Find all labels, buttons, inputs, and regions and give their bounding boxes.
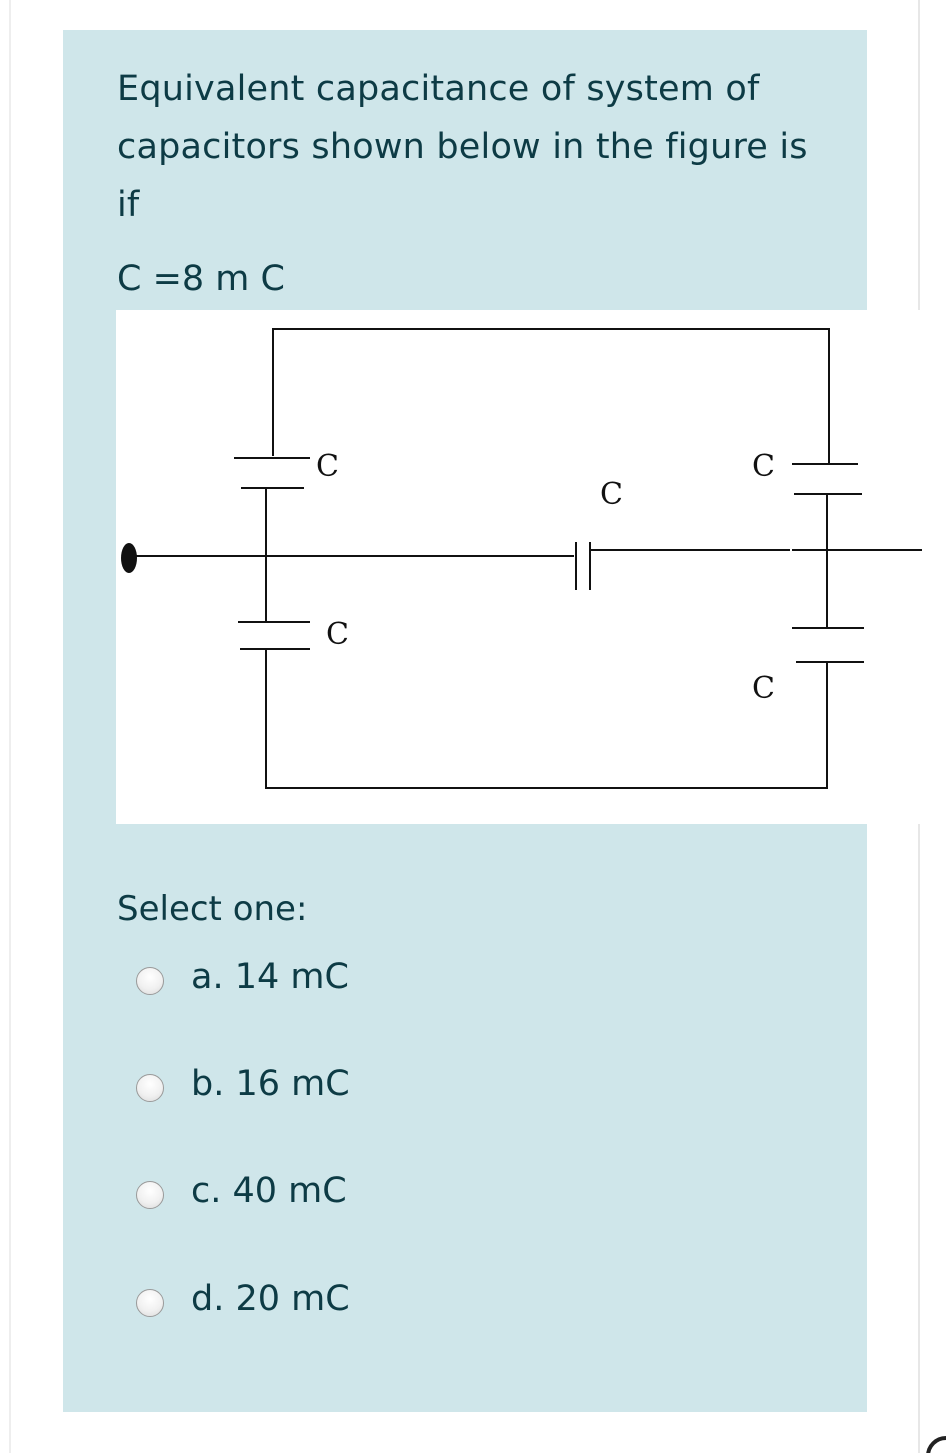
label-right-bottom: C [752, 671, 775, 706]
input-terminal [121, 543, 137, 573]
label-right-top: C [752, 449, 775, 484]
option-c[interactable]: c. 40 mC [136, 1164, 347, 1218]
label-left-top: C [316, 449, 339, 484]
question-text: Equivalent capacitance of system of capa… [117, 69, 808, 225]
radio-d[interactable] [136, 1289, 164, 1317]
option-d-label: d. 20 mC [191, 1279, 350, 1319]
option-b-label: b. 16 mC [191, 1064, 350, 1104]
option-b[interactable]: b. 16 mC [136, 1057, 350, 1111]
option-a-label: a. 14 mC [191, 957, 349, 997]
given-value: C =8 m C [117, 259, 285, 299]
circuit-figure: C C C C C [116, 310, 922, 824]
radio-b[interactable] [136, 1074, 164, 1102]
left-border [9, 0, 11, 1453]
corner-decoration [926, 1436, 946, 1453]
circuit-diagram: C C C C C [121, 328, 922, 789]
label-middle: C [600, 477, 623, 512]
radio-a[interactable] [136, 967, 164, 995]
label-left-bottom: C [326, 617, 349, 652]
option-d[interactable]: d. 20 mC [136, 1272, 350, 1326]
radio-c[interactable] [136, 1181, 164, 1209]
top-wire [272, 328, 830, 464]
option-a[interactable]: a. 14 mC [136, 950, 349, 1004]
option-c-label: c. 40 mC [191, 1171, 347, 1211]
select-prompt: Select one: [117, 889, 308, 929]
